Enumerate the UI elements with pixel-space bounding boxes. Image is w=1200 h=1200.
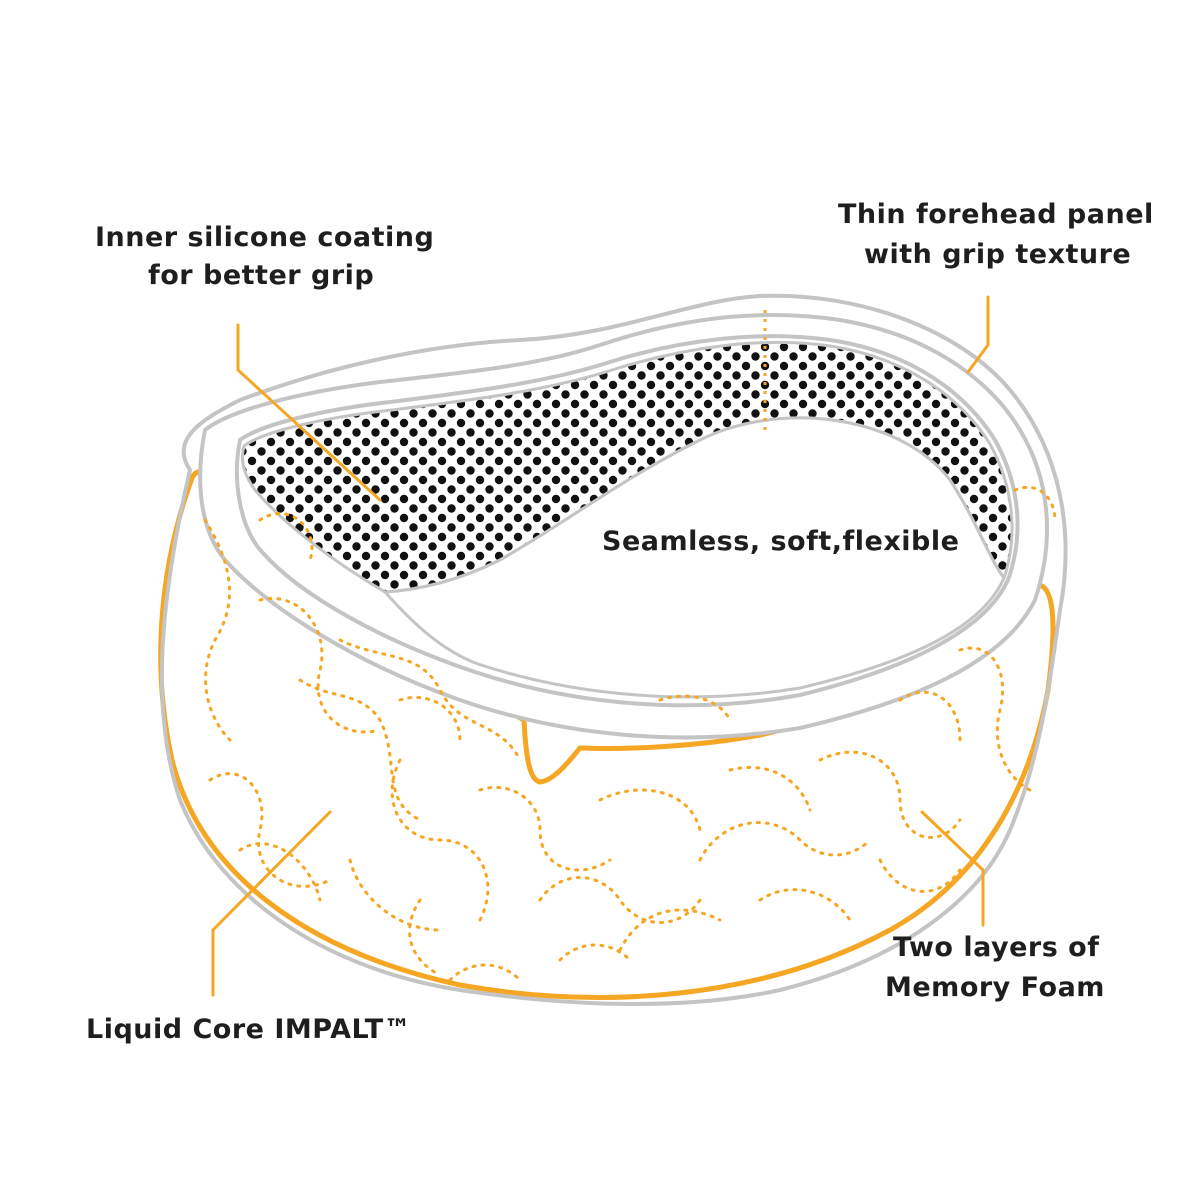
- inner-opening: [381, 416, 1006, 699]
- headband-outer-outline: [159, 293, 1068, 1006]
- label-forehead-line2: with grip texture: [864, 239, 1132, 270]
- callout-forehead: [966, 295, 990, 374]
- callout-lines: [211, 295, 990, 997]
- callout-memory-foam: [920, 810, 985, 927]
- callout-liquid-core: [211, 810, 332, 997]
- label-memory-line1: Two layers of: [893, 932, 1100, 963]
- label-forehead-line1: Thin forehead panel: [838, 199, 1154, 230]
- label-liquid-core: Liquid Core IMPALT™: [86, 1014, 412, 1045]
- label-memory-line2: Memory Foam: [885, 972, 1105, 1003]
- label-silicone-line1: Inner silicone coating: [95, 222, 435, 253]
- label-seamless: Seamless, soft,flexible: [602, 526, 960, 557]
- callout-silicone: [236, 323, 382, 502]
- label-silicone-line2: for better grip: [148, 260, 375, 291]
- foam-texture: [203, 485, 1057, 982]
